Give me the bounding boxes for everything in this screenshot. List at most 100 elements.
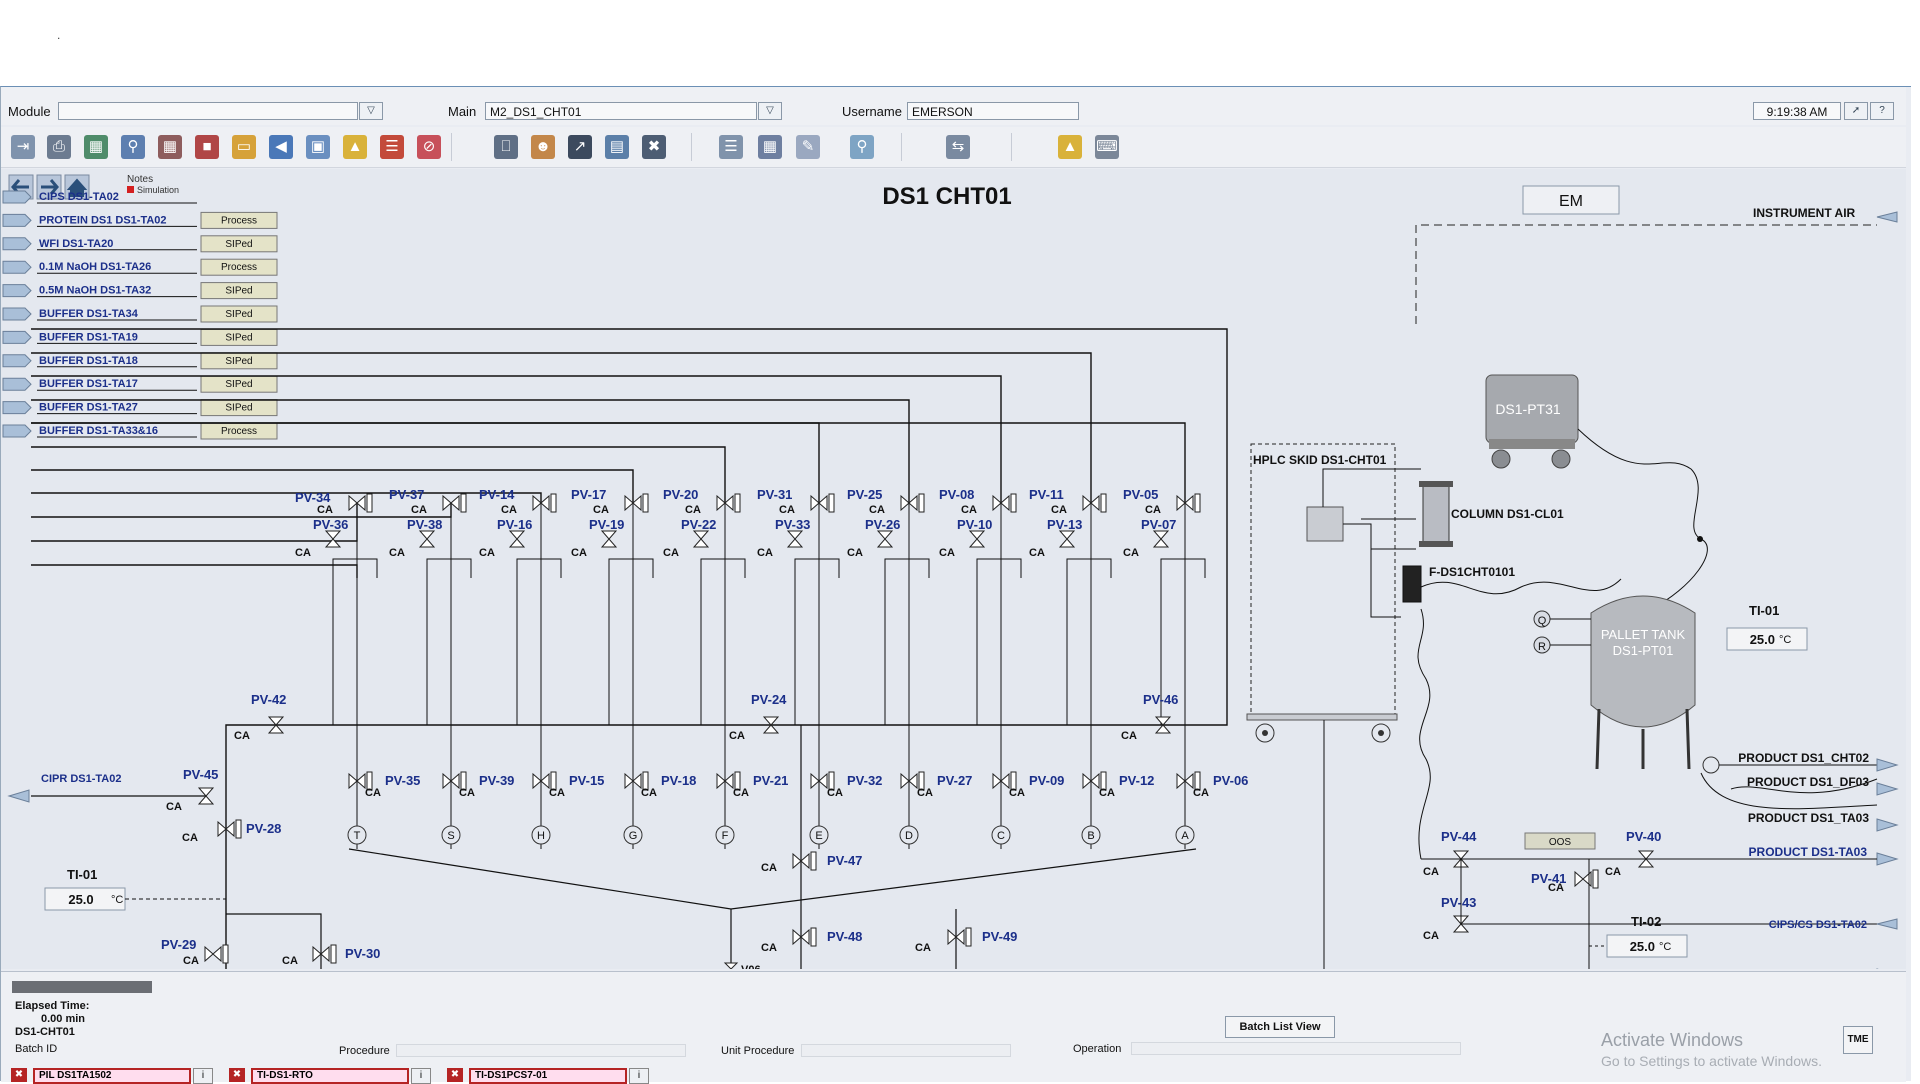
low-valve[interactable] [716,771,741,791]
search-icon[interactable]: ⚲ [121,135,145,159]
mid-valve[interactable] [968,530,986,548]
low-valve[interactable] [624,771,649,791]
display-icon[interactable]: ▦ [84,135,108,159]
top-valve[interactable] [900,493,925,513]
line-arrow-icon[interactable] [2,377,32,391]
edit-icon[interactable]: ✎ [796,135,820,159]
list2-icon[interactable]: ☰ [719,135,743,159]
pv48-valve[interactable] [792,927,817,947]
top-valve[interactable] [716,493,741,513]
connection-point[interactable] [809,825,829,845]
tme-button[interactable]: TME [1843,1026,1873,1054]
pv49-valve[interactable] [947,927,972,947]
users-icon[interactable]: ☻ [531,135,555,159]
alarm-list-icon[interactable]: ■ [195,135,219,159]
alarm-info-button[interactable]: i [629,1068,649,1084]
pv41-valve[interactable] [1574,869,1599,889]
module-select[interactable] [58,102,358,120]
monitor-icon[interactable]: ⎕ [494,135,518,159]
swap-icon[interactable]: ⇆ [946,135,970,159]
alarm-close-icon[interactable]: ✖ [229,1068,245,1082]
v06-valve[interactable] [723,962,739,976]
low-valve[interactable] [348,771,373,791]
module-dropdown-button[interactable]: ▽ [359,102,383,120]
connection-point[interactable] [623,825,643,845]
grid-icon[interactable]: ▦ [158,135,182,159]
line-arrow-icon[interactable] [2,213,32,227]
pv47-valve[interactable] [792,851,817,871]
connection-point[interactable] [441,825,461,845]
pv45-valve[interactable] [197,787,215,805]
print-icon[interactable]: ⎙ [47,135,71,159]
back-icon[interactable]: ◀ [269,135,293,159]
low-valve[interactable] [900,771,925,791]
connection-point[interactable] [715,825,735,845]
line-arrow-icon[interactable] [2,424,32,438]
line-arrow-icon[interactable] [2,330,32,344]
low-valve[interactable] [442,771,467,791]
product-arrow-icon[interactable] [1876,818,1899,832]
alarm-info-button[interactable]: i [193,1068,213,1084]
login-icon[interactable]: ⇥ [11,135,35,159]
product-arrow-icon[interactable] [1876,782,1899,796]
line-arrow-icon[interactable] [2,307,32,321]
main-select[interactable]: M2_DS1_CHT01 [485,102,757,120]
connection-point[interactable] [1175,825,1195,845]
line-arrow-icon[interactable] [2,401,32,415]
mid-valve[interactable] [418,530,436,548]
pv46-valve[interactable] [1154,716,1172,734]
connection-point[interactable] [1081,825,1101,845]
pv30-valve[interactable] [312,944,337,964]
low-valve[interactable] [1176,771,1201,791]
top-valve[interactable] [532,493,557,513]
pv28-valve[interactable] [217,819,242,839]
top-valve[interactable] [992,493,1017,513]
product-arrow-icon[interactable] [1876,758,1899,772]
mid-valve[interactable] [876,530,894,548]
pv24-valve[interactable] [762,716,780,734]
batch-list-view-button[interactable]: Batch List View [1225,1016,1335,1038]
mid-valve[interactable] [786,530,804,548]
top-valve[interactable] [810,493,835,513]
connection-point[interactable] [899,825,919,845]
alarm-close-icon[interactable]: ✖ [447,1068,463,1082]
tools-icon[interactable]: ✖ [642,135,666,159]
keyboard-icon[interactable]: ⌨ [1095,135,1119,159]
line-arrow-icon[interactable] [2,237,32,251]
pv42-valve[interactable] [267,716,285,734]
mid-valve[interactable] [324,530,342,548]
low-valve[interactable] [810,771,835,791]
connection-point[interactable] [991,825,1011,845]
top-valve[interactable] [624,493,649,513]
top-valve[interactable] [348,493,373,513]
low-valve[interactable] [1082,771,1107,791]
line-arrow-icon[interactable] [2,284,32,298]
line-arrow-icon[interactable] [2,260,32,274]
top-valve[interactable] [442,493,467,513]
line-arrow-icon[interactable] [2,190,32,204]
mid-valve[interactable] [1058,530,1076,548]
mid-valve[interactable] [1152,530,1170,548]
pv29-valve[interactable] [204,944,229,964]
alarm-bell-icon[interactable]: ▲ [1058,135,1082,159]
mid-valve[interactable] [508,530,526,548]
faceplate-icon[interactable]: ▦ [758,135,782,159]
open-folder-icon[interactable]: ▭ [232,135,256,159]
em-button[interactable] [1522,185,1620,215]
chart-icon[interactable]: ▤ [605,135,629,159]
bell-icon[interactable]: ▲ [343,135,367,159]
pin-icon[interactable]: ➚ [1844,102,1868,120]
list-icon[interactable]: ☰ [380,135,404,159]
window-icon[interactable]: ▣ [306,135,330,159]
connection-point[interactable] [531,825,551,845]
low-valve[interactable] [992,771,1017,791]
mid-valve[interactable] [692,530,710,548]
alarm-info-button[interactable]: i [411,1068,431,1084]
top-valve[interactable] [1176,493,1201,513]
connection-point[interactable] [347,825,367,845]
help-button[interactable]: ? [1870,102,1894,120]
alarm-close-icon[interactable]: ✖ [11,1068,27,1082]
line-arrow-icon[interactable] [2,354,32,368]
product-arrow-icon[interactable] [1876,852,1899,866]
top-valve[interactable] [1082,493,1107,513]
